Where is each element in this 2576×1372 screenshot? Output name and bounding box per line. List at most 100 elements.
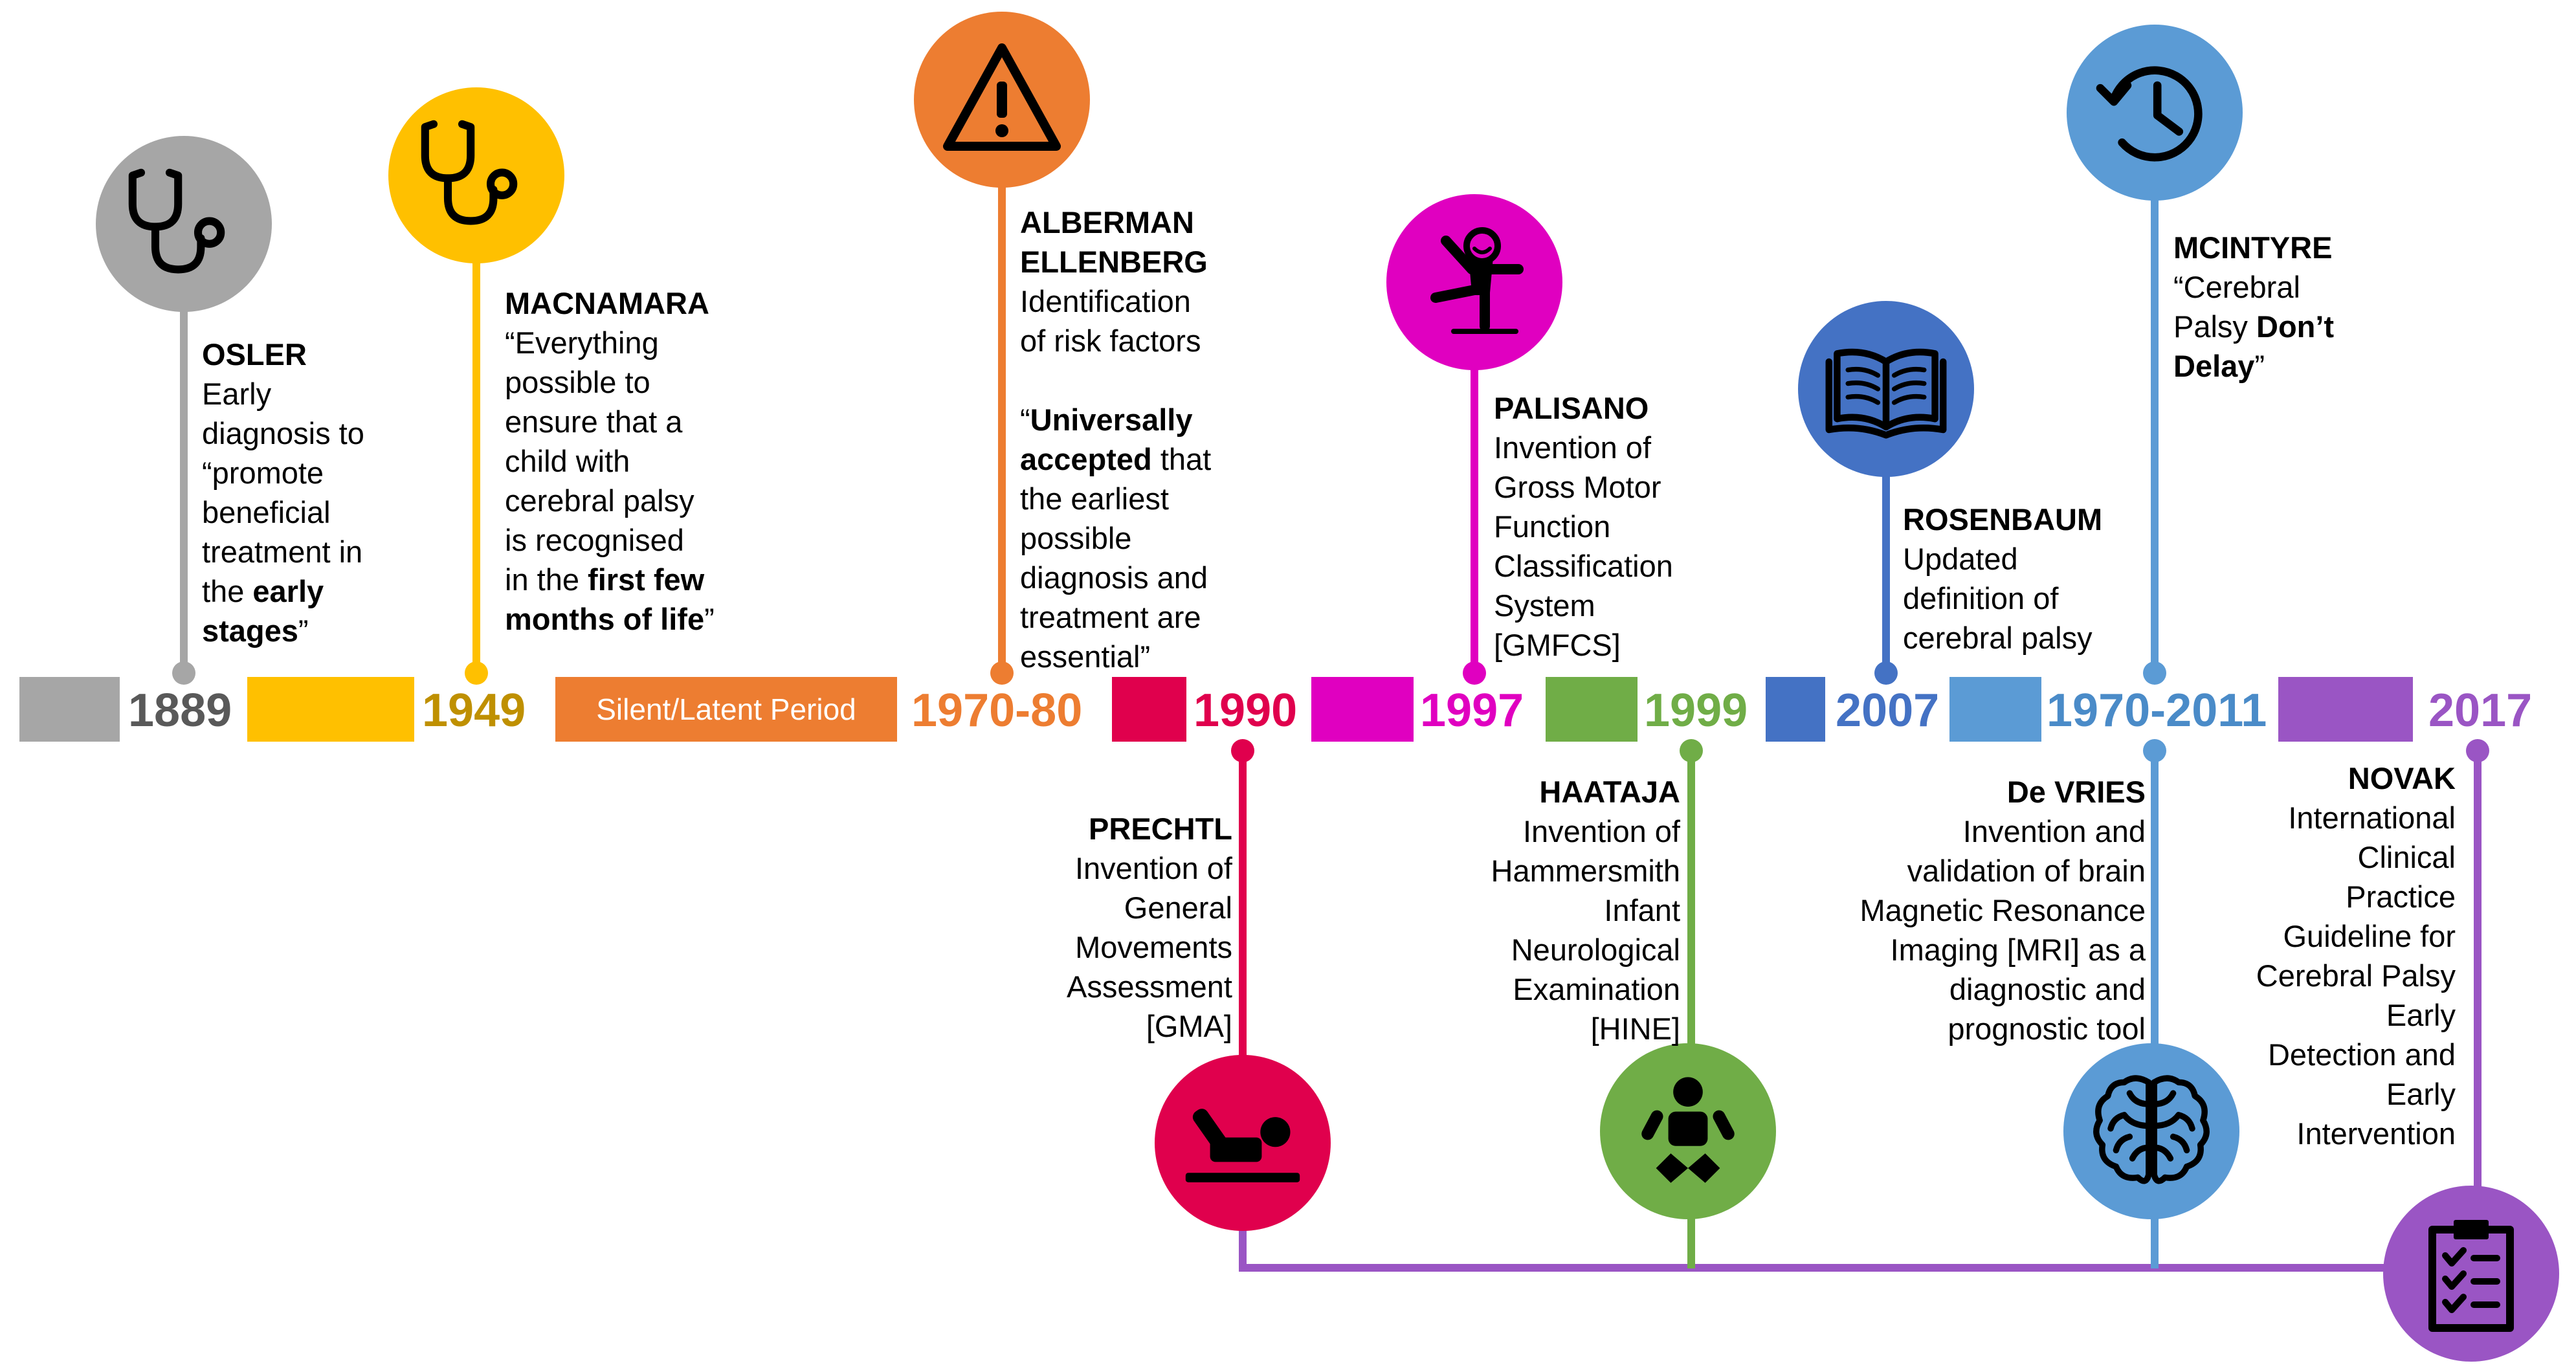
- text-novak: NOVAK International Clinical Practice Gu…: [2256, 758, 2456, 1153]
- text-line: Delay”: [2173, 349, 2265, 383]
- brain-icon: [2093, 1075, 2210, 1184]
- period-bar-2017: [2278, 677, 2413, 742]
- text-line: Invention and: [1962, 814, 2146, 848]
- name-rosenbaum: ROSENBAUM: [1903, 502, 2103, 537]
- text-line: cerebral palsy: [1903, 621, 2093, 655]
- text-line: months of life”: [505, 602, 715, 636]
- circle-macnamara: [388, 87, 564, 263]
- text-line: “Everything: [505, 326, 659, 360]
- text-line: Examination: [1513, 972, 1680, 1006]
- text-line: diagnostic and: [1949, 972, 2146, 1006]
- text-osler: OSLER Early diagnosis to “promote benefi…: [202, 335, 364, 650]
- text-line: ensure that a: [505, 404, 683, 439]
- text-line: Assessment: [1067, 969, 1232, 1004]
- text-line: prognostic tool: [1948, 1012, 2146, 1046]
- gross-motor-icon: [1430, 227, 1524, 334]
- circle-osler: [96, 136, 272, 312]
- name-osler: OSLER: [202, 337, 307, 371]
- baby-icon: [1641, 1077, 1735, 1183]
- name-palisano: PALISANO: [1494, 391, 1649, 425]
- stem-dot-palisano: [1463, 661, 1486, 685]
- text-line: stages”: [202, 614, 309, 648]
- text-line: [HINE]: [1590, 1012, 1680, 1046]
- period-bar-silent: [555, 677, 897, 742]
- year-1970-2011: 1970-2011: [2047, 685, 2267, 736]
- text-line: Invention of: [1494, 430, 1652, 465]
- stem-rosenbaum: [1882, 453, 1890, 676]
- text-line: Invention of: [1074, 851, 1232, 885]
- stem-dot-alberman: [990, 661, 1014, 685]
- text-line: Early: [202, 377, 272, 411]
- text-alberman: ALBERMAN ELLENBERG Identification of ris…: [1020, 203, 1211, 676]
- text-rosenbaum: ROSENBAUM Updated definition of cerebral…: [1903, 500, 2102, 658]
- text-line: Function: [1494, 509, 1611, 544]
- text-line: possible: [1020, 521, 1132, 555]
- text-line: essential”: [1020, 639, 1151, 674]
- text-prechtl: PRECHTL Invention of General Movements A…: [1067, 809, 1232, 1046]
- year-1889: 1889: [128, 685, 232, 736]
- circle-mcintyre: [2067, 25, 2243, 201]
- clock-history-icon: [2096, 66, 2203, 162]
- text-line: General: [1124, 891, 1232, 925]
- name-mcintyre: MCINTYRE: [2173, 230, 2333, 265]
- clipboard-checklist-icon: [2428, 1220, 2514, 1332]
- name-haataja: HAATAJA: [1539, 775, 1680, 809]
- text-line: Movements: [1075, 930, 1232, 964]
- text-line: Clinical: [2357, 840, 2456, 874]
- text-line: Intervention: [2296, 1116, 2456, 1151]
- text-line: Magnetic Resonance: [1860, 893, 2146, 927]
- text-line: Practice: [2346, 880, 2456, 914]
- period-bar-1997: [1311, 677, 1414, 742]
- stem-osler: [180, 294, 188, 676]
- connector-line: [1239, 1264, 2395, 1272]
- text-line: is recognised: [505, 523, 684, 557]
- text-line: child with: [505, 444, 630, 478]
- circle-rosenbaum: [1798, 301, 1974, 477]
- stem-dot-mcintyre: [2143, 661, 2166, 685]
- text-line: cerebral palsy: [505, 483, 694, 518]
- year-1990: 1990: [1194, 685, 1298, 736]
- name-novak: NOVAK: [2348, 761, 2456, 795]
- text-line: Early: [2386, 1077, 2456, 1111]
- name-devries: De VRIES: [2006, 775, 2146, 809]
- text-macnamara: MACNAMARA “Everything possible to ensure…: [505, 283, 715, 639]
- text-line: Palsy Don’t: [2173, 309, 2335, 344]
- circle-palisano: [1386, 194, 1562, 370]
- circle-haataja: [1600, 1043, 1776, 1219]
- period-bar-1949: [247, 677, 414, 742]
- text-line: beneficial: [202, 495, 331, 529]
- connector-novak-stem: [2474, 760, 2482, 1207]
- stem-dot-prechtl: [1231, 739, 1254, 762]
- text-line: diagnosis and: [1020, 560, 1208, 595]
- period-bar-1990: [1112, 677, 1186, 742]
- circle-alberman: [914, 12, 1090, 188]
- text-line: Imaging [MRI] as a: [1890, 933, 2146, 967]
- text-line: accepted that: [1020, 442, 1212, 476]
- text-devries: De VRIES Invention and validation of bra…: [1860, 772, 2146, 1048]
- stem-dot-rosenbaum: [1874, 661, 1898, 685]
- text-mcintyre: MCINTYRE “Cerebral Palsy Don’t Delay”: [2173, 228, 2334, 386]
- text-line: Gross Motor: [1494, 470, 1661, 504]
- text-line: treatment are: [1020, 600, 1201, 634]
- text-line: Updated: [1903, 542, 2018, 576]
- text-line: [GMFCS]: [1494, 628, 1621, 662]
- circle-devries: [2063, 1043, 2239, 1219]
- name-alberman: ALBERMAN: [1020, 205, 1194, 239]
- warning-icon: [943, 43, 1061, 151]
- year-1970-80: 1970-80: [911, 685, 1083, 736]
- stem-macnamara: [472, 214, 480, 676]
- circle-novak: [2383, 1186, 2559, 1362]
- period-bar-1889: [19, 677, 120, 742]
- text-line: diagnosis to: [202, 416, 364, 450]
- stem-dot-novak: [2466, 739, 2489, 762]
- text-palisano: PALISANO Invention of Gross Motor Functi…: [1494, 388, 1673, 665]
- book-icon: [1825, 348, 1947, 439]
- period-bar-2007: [1766, 677, 1825, 742]
- stem-dot-haataja: [1680, 739, 1703, 762]
- text-line: Guideline for: [2283, 919, 2456, 953]
- text-line: possible to: [505, 365, 650, 399]
- stethoscope-icon: [421, 120, 518, 225]
- text-line: “promote: [202, 456, 324, 490]
- year-1999: 1999: [1644, 685, 1748, 736]
- text-line: International: [2288, 801, 2456, 835]
